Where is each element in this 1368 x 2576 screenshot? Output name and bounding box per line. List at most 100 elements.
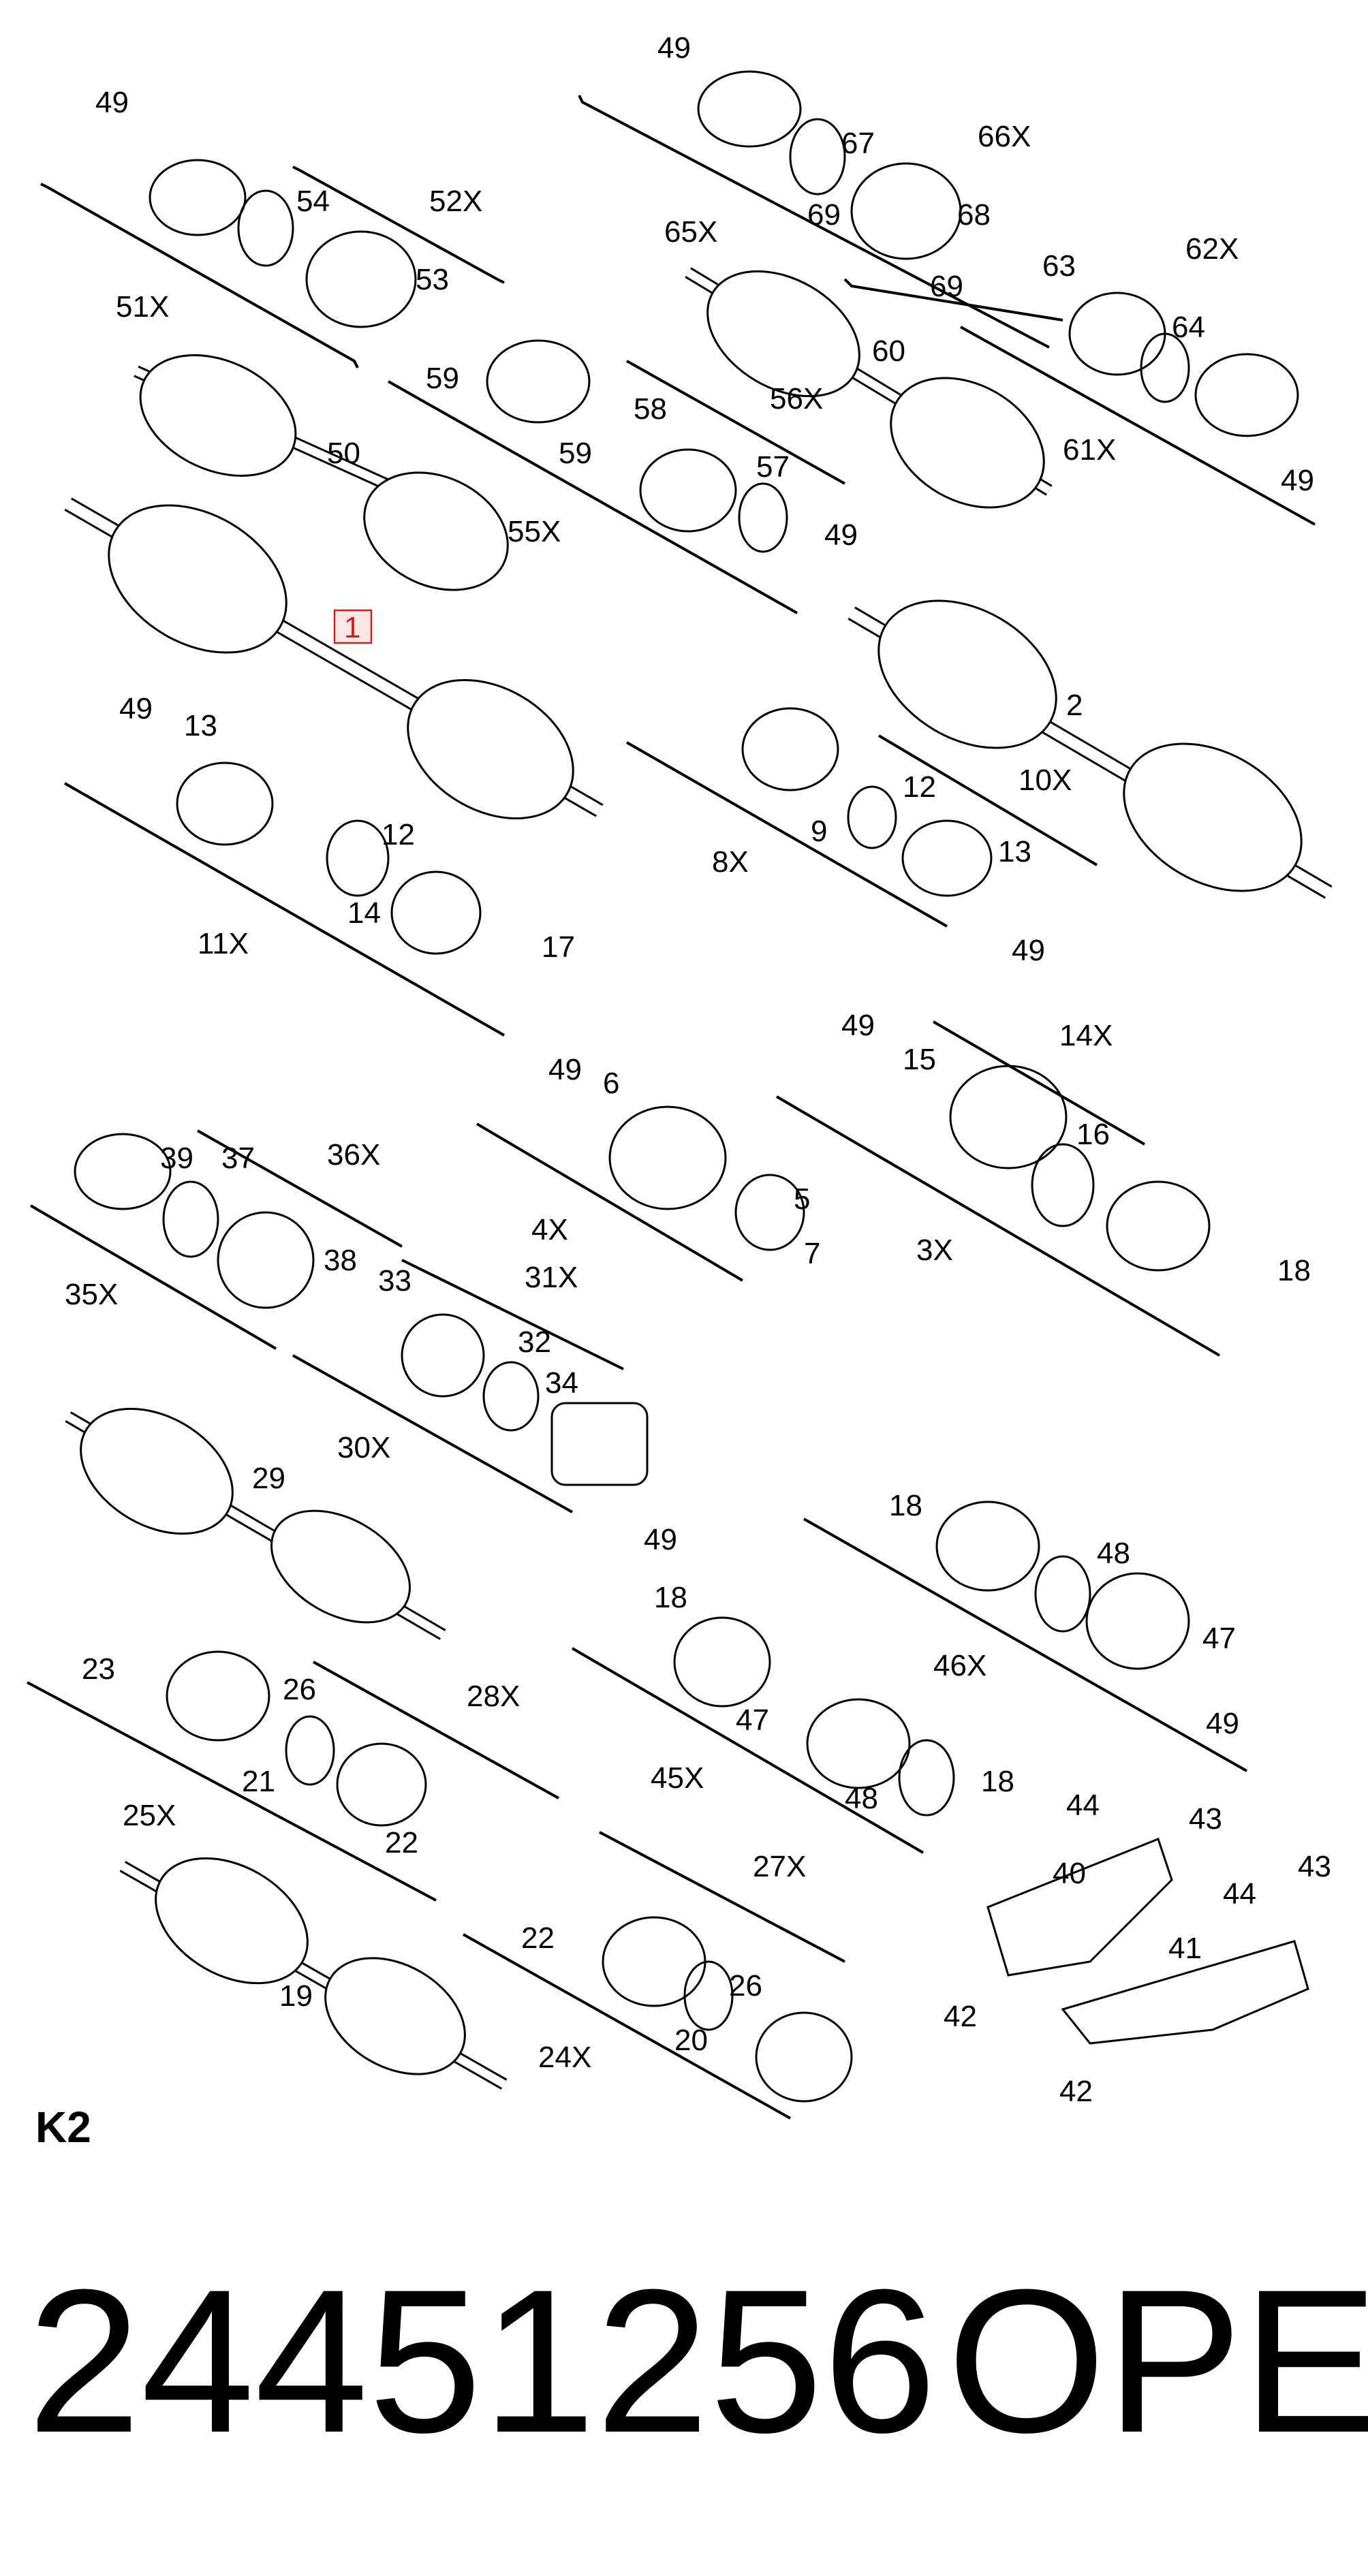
callout-label: 18 <box>981 1765 1014 1798</box>
bracket-11X <box>64 782 505 1037</box>
callout-label: 25X <box>123 1799 176 1832</box>
clamp-band <box>789 118 846 195</box>
drive-shaft-29 <box>65 1407 446 1640</box>
dust-cap <box>74 1133 172 1210</box>
sheet-label: K2 <box>35 2103 91 2152</box>
clamp-band <box>162 1180 219 1258</box>
drive-shaft-2 <box>848 599 1333 899</box>
bracket-35X <box>29 1204 277 1350</box>
callout-label: 50 <box>327 437 360 470</box>
cv-joint <box>755 2011 853 2103</box>
callout-label: 42 <box>944 2000 977 2033</box>
callout-label: 36X <box>327 1138 380 1172</box>
callout-label: 35X <box>65 1278 118 1311</box>
bracket-31X <box>401 1259 624 1370</box>
clamp-band <box>734 1174 805 1251</box>
heat-shield-40 <box>986 1838 1173 1977</box>
boot <box>602 1916 706 2007</box>
callout-label: 43 <box>1189 1802 1222 1836</box>
clamp-band <box>285 1715 335 1786</box>
bracket-10X <box>877 734 1098 866</box>
callout-label: 16 <box>1076 1118 1110 1151</box>
callout-label: 12 <box>903 770 936 804</box>
clamp-band <box>482 1361 540 1432</box>
callout-label-highlighted: 1 <box>344 611 360 644</box>
callout-label: 48 <box>1097 1537 1130 1570</box>
bracket-14X <box>932 1020 1146 1146</box>
callout-label: 63 <box>1042 249 1076 283</box>
heat-shield-41 <box>1061 1940 1309 2045</box>
callout-label: 49 <box>119 692 153 725</box>
callout-label: 3X <box>916 1234 953 1267</box>
bracket-52X <box>292 166 505 284</box>
cv-joint-outer <box>697 70 802 148</box>
cv-joint-outer <box>935 1501 1040 1592</box>
cv-joint <box>1085 1572 1190 1670</box>
bracket-46X <box>803 1518 1247 1772</box>
bracket-28X <box>313 1661 559 1800</box>
bracket-24X <box>463 1933 791 2120</box>
callout-label: 30X <box>337 1431 390 1464</box>
callout-label: 49 <box>1281 464 1314 497</box>
callout-label: 5 <box>794 1182 810 1216</box>
callout-label: 20 <box>674 2024 708 2057</box>
boot <box>336 1742 427 1827</box>
callout-label: 68 <box>957 198 991 232</box>
callout-label: 49 <box>95 86 129 119</box>
boot <box>850 162 962 260</box>
callout-label: 4X <box>531 1213 568 1246</box>
bracket-8X <box>626 741 948 928</box>
callout-label: 58 <box>634 392 667 426</box>
drive-shaft-60 <box>685 267 1053 509</box>
callout-label: 43 <box>1298 1850 1331 1883</box>
clamp-band <box>738 482 788 553</box>
callout-label: 65X <box>664 215 717 249</box>
callout-label: 22 <box>521 1921 555 1955</box>
brand-name: OPEL <box>947 2246 1368 2475</box>
callout-label: 49 <box>1012 934 1045 967</box>
callout-label: 24X <box>538 2041 591 2074</box>
bracket-36X <box>197 1129 403 1248</box>
callout-label: 69 <box>807 198 841 232</box>
callout-label: 67 <box>841 127 875 160</box>
callout-label: 54 <box>296 185 330 218</box>
boot <box>608 1105 727 1210</box>
callout-label: 49 <box>644 1523 677 1556</box>
drive-shaft-50 <box>134 354 509 591</box>
drive-shaft-19 <box>119 1857 508 2090</box>
bracket-4X <box>476 1122 744 1282</box>
bracket-25X <box>27 1681 437 1902</box>
bracket-27X <box>599 1831 845 1963</box>
callout-label: 55X <box>508 515 561 548</box>
callout-label: 19 <box>279 1979 313 2013</box>
callout-label: 59 <box>559 437 592 470</box>
callout-label: 47 <box>1202 1622 1236 1655</box>
highlight-box <box>333 609 373 644</box>
boot <box>901 819 993 897</box>
clamp-band <box>1140 332 1190 403</box>
callout-label: 61X <box>1063 433 1116 467</box>
clamp-band <box>847 785 897 849</box>
bracket-55X <box>388 380 798 614</box>
callout-label: 22 <box>385 1826 418 1859</box>
callout-label: 21 <box>242 1765 275 1798</box>
clamp-band <box>1034 1555 1091 1633</box>
callout-label: 44 <box>1066 1789 1100 1822</box>
callout-label: 40 <box>1053 1857 1086 1890</box>
cv-joint-outer <box>741 707 839 791</box>
parts-illustrations <box>64 70 1333 2103</box>
callout-label: 2 <box>1066 689 1083 722</box>
callout-label: 48 <box>845 1782 878 1815</box>
callout-label: 8X <box>712 845 749 879</box>
callout-label: 13 <box>998 835 1031 868</box>
boot <box>1068 292 1166 376</box>
callout-label: 42 <box>1059 2075 1093 2108</box>
bracket-30X <box>292 1354 573 1513</box>
cv-joint <box>1194 353 1299 437</box>
callout-label: 26 <box>729 1969 762 2002</box>
boot <box>176 761 274 846</box>
callout-label: 28X <box>467 1680 520 1713</box>
callout-label: 11X <box>198 927 249 960</box>
cv-joint <box>390 870 482 955</box>
